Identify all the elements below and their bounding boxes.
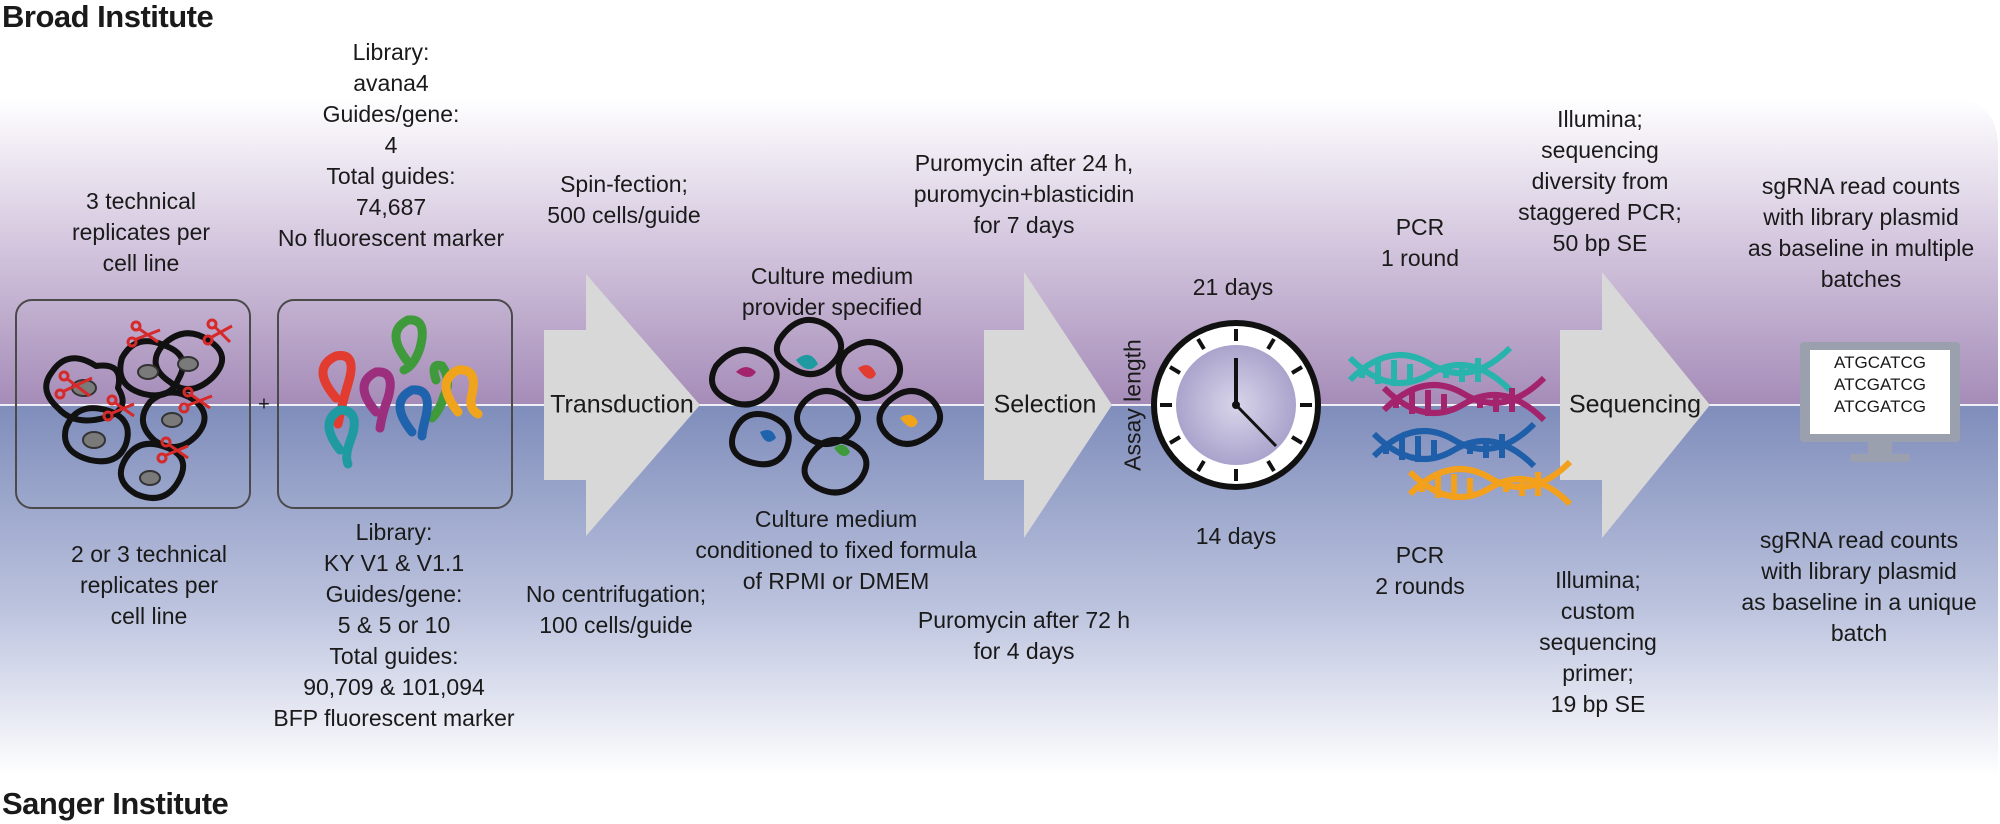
- transduction-step-label: Transduction: [550, 390, 694, 419]
- broad-institute-label: Broad Institute: [2, 0, 214, 34]
- sgrna-guide-icon: [318, 315, 483, 469]
- broad-band: [0, 98, 1998, 405]
- selection-arrow: [984, 272, 1112, 538]
- transduction-arrow: [544, 274, 700, 536]
- dna-helix-icon: [1347, 345, 1573, 507]
- sequencing-arrow: [1560, 272, 1710, 538]
- broad-selection-text: Puromycin after 24 h,puromycin+blasticid…: [913, 150, 1135, 238]
- broad-assay-length: 21 days: [1192, 274, 1274, 300]
- plus-sign: +: [258, 393, 270, 416]
- selection-step-label: Selection: [993, 390, 1097, 419]
- library-box: [277, 299, 513, 509]
- replicates-box: [15, 299, 251, 509]
- sequencing-step-label: Sequencing: [1568, 390, 1702, 419]
- assay-length-axis-label: Assay length: [1119, 339, 1146, 471]
- broad-transduction-text: Spin-fection;500 cells/guide: [547, 171, 701, 228]
- sanger-transduction-text: No centrifugation;100 cells/guide: [525, 581, 707, 638]
- clock-icon: [1151, 320, 1321, 490]
- sanger-band: [0, 405, 1998, 776]
- sanger-institute-label: Sanger Institute: [2, 786, 229, 821]
- sanger-assay-length: 14 days: [1195, 523, 1277, 549]
- cell-icon: [709, 316, 943, 496]
- monitor-icon: [1800, 342, 1960, 462]
